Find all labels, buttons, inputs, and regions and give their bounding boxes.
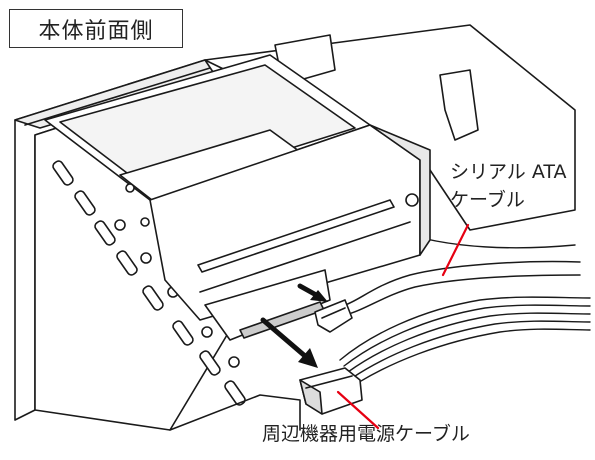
drive-bay-top-inset xyxy=(59,64,356,193)
sata-connector xyxy=(314,299,353,333)
sata-cable-label-line2: ケーブル xyxy=(450,189,525,211)
power-leader-line xyxy=(336,390,380,430)
front-slots xyxy=(52,160,246,406)
insert-arrows xyxy=(260,283,328,368)
drive-bay-right-side xyxy=(369,124,431,256)
front-side-label: 本体前面側 xyxy=(9,9,183,48)
rear-bracket-2 xyxy=(439,69,479,141)
chassis-base xyxy=(169,394,301,431)
power-cable-bundle xyxy=(339,296,591,385)
sata-cable-callout: シリアル ATA ケーブル xyxy=(450,158,567,214)
optical-drive-slot xyxy=(197,199,395,273)
power-insert-arrow xyxy=(260,317,308,359)
sata-cable xyxy=(344,260,581,306)
sata-leader-line xyxy=(441,223,470,277)
power-cable-callout: 周辺機器用電源ケーブル xyxy=(262,423,470,445)
sata-cable-label-line1: シリアル ATA xyxy=(450,161,567,183)
